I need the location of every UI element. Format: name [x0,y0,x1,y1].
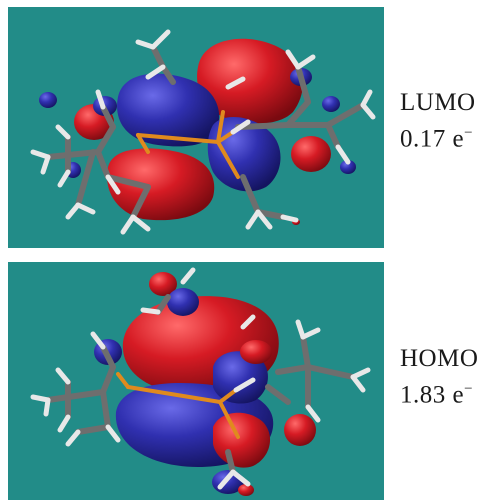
carbon-skeleton [45,44,366,220]
metal-bonds [116,372,240,439]
charge-sign: − [464,381,474,397]
orbital-lobe-positive [107,148,215,221]
orbital-label: LUMO [400,89,476,116]
orbital-lobe-positive [240,340,272,364]
homo-orbital-render [8,262,384,500]
lumo-caption: LUMO 0.17 e− [400,88,476,154]
orbital-lobe-positive [291,136,331,172]
hydrogens [30,29,376,235]
hydrogens [30,267,371,490]
orbital-lobe-negative [322,96,340,112]
orbital-lobe-negative [213,351,268,404]
occupation-label: 0.17 e− [400,125,474,153]
orbital-lobe-positive [197,38,303,124]
orbital-lobe-positive [149,272,177,296]
orbital-lobe-negative [39,92,57,108]
orbital-lobe-negative [340,160,356,174]
carbon-skeleton [45,294,356,475]
occupation-label: 1.83 e− [400,381,474,409]
lumo-orbital-render [8,7,384,248]
metal-bonds [136,110,240,179]
orbital-lobe-positive [284,414,316,446]
homo-caption: HOMO 1.83 e− [400,344,478,410]
charge-sign: − [464,125,474,141]
orbital-lobe-negative [117,73,220,147]
orbital-lobe-negative [167,288,199,316]
orbital-label: HOMO [400,345,479,372]
orbital-lobe-positive [238,484,254,496]
